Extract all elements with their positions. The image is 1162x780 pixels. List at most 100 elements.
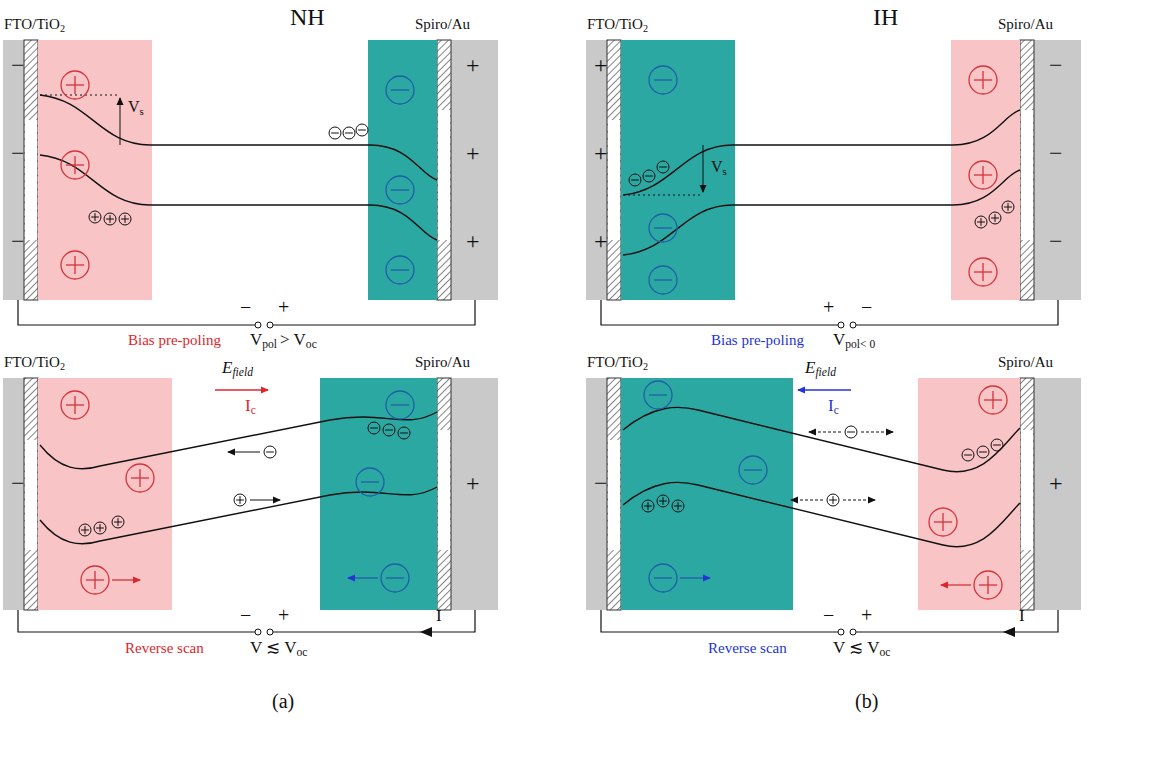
carrier-arrow [250, 500, 280, 501]
charge-symbol [969, 66, 997, 94]
contact-layer [607, 378, 621, 610]
charge-sign [110, 215, 111, 223]
text-label: FTO/TiO2 [587, 16, 648, 35]
charge-symbol [79, 524, 91, 536]
contact-layer [437, 378, 451, 610]
ion-arrow [680, 577, 710, 578]
charge-sign [391, 269, 409, 270]
text-label: FTO/TiO2 [4, 354, 65, 373]
text-label: Spiro/Au [415, 354, 470, 371]
charge-symbol [672, 500, 684, 512]
terminal [267, 629, 273, 635]
charge-sign [74, 76, 75, 94]
label-text: Bias pre-poling [711, 332, 804, 348]
subscript-text: pol [262, 338, 277, 351]
text-label: + [1049, 470, 1063, 498]
text-label: Vpol< 0 [833, 330, 875, 352]
contact-opening [1021, 110, 1033, 240]
charge-symbol [739, 456, 767, 484]
text-label: − [11, 228, 25, 256]
text-label: V ≲ Voc [250, 638, 307, 660]
text-label: Bias pre-poling [128, 332, 221, 349]
charge-sign [400, 433, 408, 434]
text-label: (b) [855, 690, 878, 713]
label-text: V [711, 158, 723, 175]
label-text: V [833, 330, 845, 349]
subscript-text: s [140, 105, 144, 117]
label-text: > V [280, 330, 306, 349]
ion-region [918, 378, 1020, 610]
charge-symbol [386, 391, 414, 419]
label-text: − [1049, 228, 1063, 254]
label-text: Spiro/Au [415, 16, 470, 32]
charge-sign [942, 513, 943, 531]
label-text: Reverse scan [708, 640, 787, 656]
charge-symbol [61, 151, 89, 179]
ion-arrow [112, 579, 140, 580]
charge-sign [645, 176, 653, 177]
charge-symbol [368, 422, 380, 434]
charge-symbol [386, 176, 414, 204]
charge-sign [386, 577, 404, 578]
text-label: − [861, 296, 872, 319]
subscript-text: s [723, 165, 727, 177]
label-text: E [805, 358, 815, 377]
wire [601, 300, 838, 325]
label-text: Spiro/Au [998, 16, 1053, 32]
wire [273, 610, 475, 632]
text-label: − [1049, 140, 1063, 168]
charge-sign [631, 180, 639, 181]
charge-symbol [827, 494, 839, 506]
contact-opening [608, 120, 620, 240]
carrier-arrow [791, 500, 823, 501]
contact-layer [437, 40, 451, 300]
label-text: + [1049, 470, 1063, 496]
charge-sign [982, 71, 983, 89]
subscript-text: 2 [60, 361, 65, 372]
carrier-arrow [809, 432, 841, 433]
charge-sign [385, 430, 393, 431]
charge-sign [847, 432, 855, 433]
electrode [450, 40, 498, 300]
current-arrowhead [420, 627, 432, 637]
charge-symbol [977, 446, 989, 458]
band-group [623, 482, 1020, 546]
vs-arrow [703, 145, 704, 192]
charge-sign [331, 133, 339, 134]
text-label: − [823, 604, 834, 627]
subscript-text: pol [845, 338, 860, 351]
carrier-arrow [228, 452, 260, 453]
charge-symbol [356, 468, 384, 496]
ion-region [38, 378, 172, 610]
charge-symbol [642, 500, 654, 512]
terminal [267, 322, 273, 328]
label-text: − [861, 296, 872, 318]
charge-sign [964, 455, 972, 456]
charge-symbol [649, 266, 677, 294]
charge-sign [1008, 203, 1009, 211]
label-text: V [128, 98, 140, 115]
charge-symbol [386, 76, 414, 104]
vs-arrow [120, 98, 121, 145]
charge-sign [648, 502, 649, 510]
charge-sign [663, 497, 664, 505]
subscript-text: oc [879, 646, 890, 659]
ion-region [621, 40, 735, 300]
contact-opening [25, 440, 37, 550]
text-label: − [1049, 228, 1063, 256]
charge-sign [654, 227, 672, 228]
ion-region [951, 40, 1020, 300]
terminal [850, 322, 856, 328]
label-text: I [436, 606, 442, 625]
contact-layer [607, 40, 621, 300]
label-text: Spiro/Au [998, 354, 1053, 370]
subscript-text: oc [296, 646, 307, 659]
text-label: − [11, 470, 25, 498]
charge-sign [744, 469, 762, 470]
label-text: − [11, 52, 25, 78]
charge-symbol [383, 424, 395, 436]
panel-nh [3, 40, 498, 637]
contact-opening [25, 120, 37, 240]
